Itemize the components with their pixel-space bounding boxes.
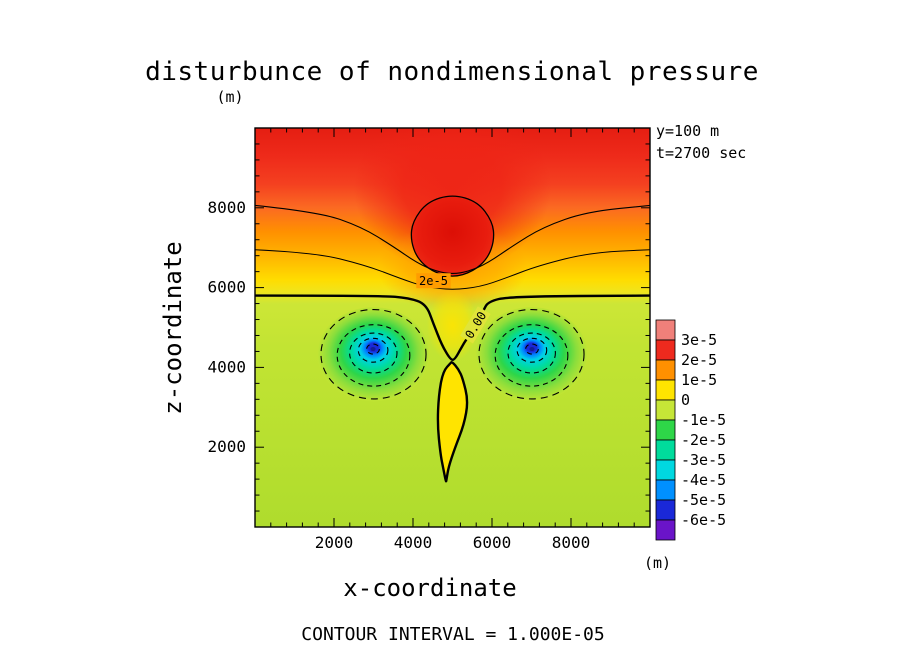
wedge-shading <box>426 289 479 362</box>
annotation-y-slice: y=100 m <box>656 122 719 140</box>
eye-core-dot <box>370 347 376 352</box>
legend-label: 2e-5 <box>681 351 717 369</box>
plot-title: disturbunce of nondimensional pressure <box>145 57 759 87</box>
contour-interval-label: CONTOUR INTERVAL = 1.000E-05 <box>301 624 604 645</box>
eye-contour-ring <box>494 324 569 387</box>
eye-contour-ring <box>357 337 389 363</box>
legend-swatch <box>655 439 676 461</box>
legend-swatch <box>655 359 676 381</box>
x-axis-label: x-coordinate <box>343 574 516 602</box>
legend-label: -3e-5 <box>681 451 726 469</box>
legend-label: -4e-5 <box>681 471 726 489</box>
legend-label: 1e-5 <box>681 371 717 389</box>
contour-fill-layer <box>255 128 650 527</box>
negative-anomaly-fill <box>317 307 430 402</box>
x-axis-unit: (m) <box>644 554 671 572</box>
z-tick-label: 4000 <box>207 357 246 376</box>
eye-core-dot <box>529 347 535 352</box>
legend-swatch <box>655 459 676 481</box>
contour-inline-label: 2e-5 <box>416 273 451 289</box>
axis-ticks <box>255 128 650 527</box>
color-legend: 3e-5 2e-5 1e-5 0 -1e-5 -2e-5 -3e-5 -4e-5 -5e-5 -6… <box>655 319 726 541</box>
contour-line-2e-5 <box>255 204 650 274</box>
z-axis-unit: (m) <box>216 88 243 106</box>
legend-swatch <box>655 379 676 401</box>
x-tick-label: 6000 <box>473 533 512 552</box>
plot-frame <box>254 127 651 528</box>
eye-contour-ring <box>516 337 548 363</box>
legend-label: 3e-5 <box>681 331 717 349</box>
legend-swatch <box>655 399 676 421</box>
legend-swatch <box>655 319 676 341</box>
eye-contour-ring <box>525 343 539 355</box>
eye-contour-ring <box>349 332 398 374</box>
z-tick-label: 8000 <box>207 198 246 217</box>
legend-label: -2e-5 <box>681 431 726 449</box>
axis-tick-labels: 2000 4000 6000 8000 2000 4000 6000 8000 <box>207 198 590 552</box>
eye-contour-ring <box>336 324 411 387</box>
x-tick-label: 4000 <box>394 533 433 552</box>
legend-swatch <box>655 479 676 501</box>
annotation-time: t=2700 sec <box>656 144 746 162</box>
eye-contour-ring <box>320 308 427 400</box>
legend-swatch <box>655 339 676 361</box>
z-axis-label: z-coordinate <box>159 241 187 414</box>
eye-contour-ring <box>478 308 585 400</box>
legend-swatch <box>655 519 676 541</box>
eye-contour-ring <box>366 343 380 355</box>
body-contour <box>436 360 469 483</box>
zero-contour-line <box>255 294 650 361</box>
x-tick-label: 2000 <box>315 533 354 552</box>
legend-label: -5e-5 <box>681 491 726 509</box>
legend-label: 0 <box>681 391 690 409</box>
z-tick-label: 6000 <box>207 278 246 297</box>
x-tick-label: 8000 <box>552 533 591 552</box>
svg-text:2e-5: 2e-5 <box>419 274 448 288</box>
z-tick-label: 2000 <box>207 437 246 456</box>
legend-label: -1e-5 <box>681 411 726 429</box>
eye-contour-ring <box>507 332 556 374</box>
contour-line-1e-5 <box>255 249 650 290</box>
dome-contour <box>410 195 495 277</box>
legend-swatch <box>655 419 676 441</box>
legend-swatch <box>655 499 676 521</box>
legend-label: -6e-5 <box>681 511 726 529</box>
